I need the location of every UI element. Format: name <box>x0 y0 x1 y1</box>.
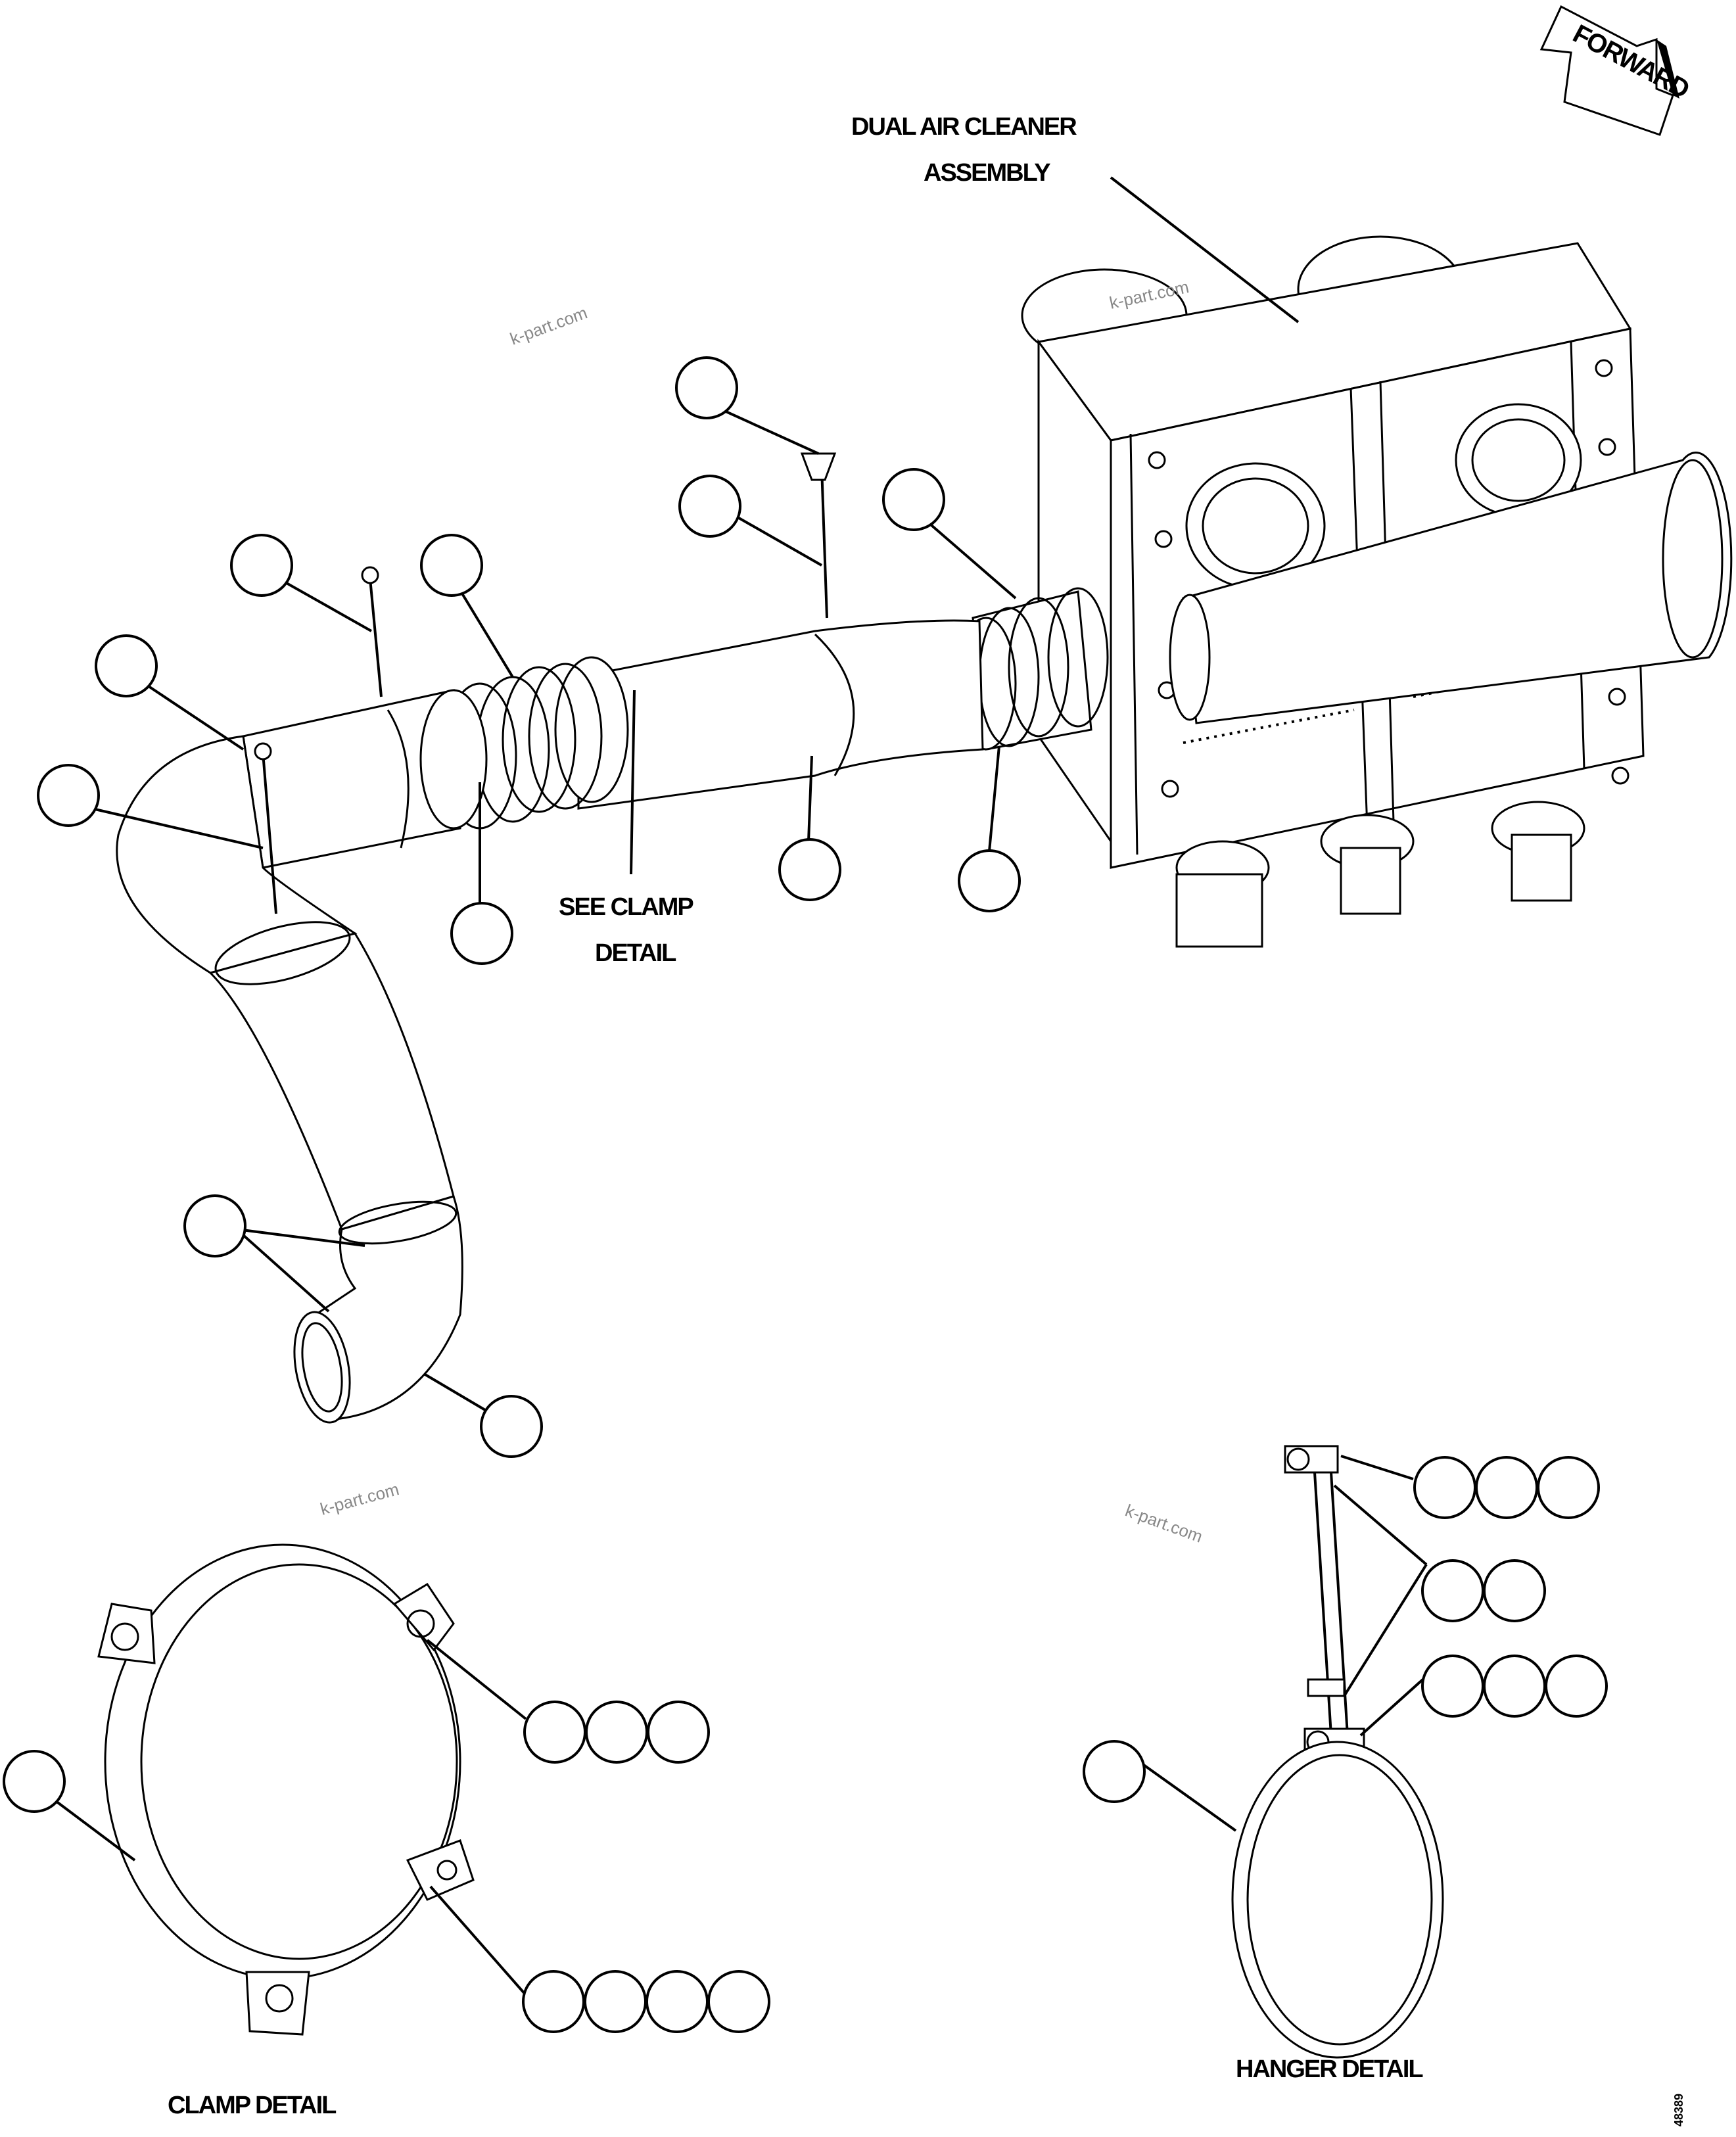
callout-balloon <box>1413 1456 1476 1519</box>
watermark: k-part.com <box>318 1479 401 1519</box>
callout-balloon <box>1537 1456 1600 1519</box>
watermark: k-part.com <box>507 302 590 348</box>
callout-balloon <box>37 764 100 827</box>
callout-balloon <box>675 356 738 419</box>
intake-pipe <box>116 587 1109 1424</box>
callout-balloon <box>1421 1559 1484 1622</box>
callout-balloon <box>522 1970 585 2033</box>
watermark: k-part.com <box>1123 1500 1206 1546</box>
callout-balloon <box>585 1701 648 1764</box>
callout-balloon <box>480 1395 543 1458</box>
callout-balloon <box>584 1970 647 2033</box>
callout-balloon <box>420 534 483 597</box>
clamp-detail-label: CLAMP DETAIL <box>168 2092 337 2119</box>
callout-balloon <box>1083 1740 1146 1803</box>
callout-balloon <box>523 1701 586 1764</box>
drawing-number: 48389 <box>1672 2094 1685 2126</box>
dual-air-cleaner-assembly <box>1021 235 1733 948</box>
hanger-rods <box>254 452 837 914</box>
callout-balloon <box>882 468 945 531</box>
callout-balloon <box>183 1194 246 1257</box>
callout-balloon <box>1483 1655 1546 1718</box>
callout-balloon <box>3 1750 66 1813</box>
callout-balloon <box>450 902 513 965</box>
callout-balloon <box>958 849 1021 912</box>
callout-balloon <box>95 634 158 697</box>
callout-balloon <box>647 1701 710 1764</box>
callout-balloon <box>778 838 841 901</box>
hanger-detail-label: HANGER DETAIL <box>1236 2055 1423 2083</box>
callout-balloons <box>3 356 1608 2033</box>
air-cleaner-label-line1: DUAL AIR CLEANER <box>851 113 1077 141</box>
leader-lines <box>55 176 1428 1996</box>
callout-balloon <box>1483 1559 1546 1622</box>
callout-balloon <box>645 1970 709 2033</box>
callout-balloon <box>1475 1456 1538 1519</box>
callout-balloon <box>1545 1655 1608 1718</box>
callout-balloon <box>230 534 293 597</box>
clamp-detail-drawing <box>97 1543 475 2036</box>
see-clamp-label-line2: DETAIL <box>595 939 676 967</box>
callout-balloon <box>1421 1655 1484 1718</box>
forward-arrow: FORWARD <box>1539 5 1694 136</box>
hanger-detail-drawing <box>1231 1445 1444 2059</box>
watermark: k-part.com <box>1108 277 1190 313</box>
callout-balloon <box>707 1970 770 2033</box>
see-clamp-label-line1: SEE CLAMP <box>559 893 693 921</box>
callout-balloon <box>678 475 741 538</box>
air-cleaner-label-line2: ASSEMBLY <box>924 159 1050 187</box>
